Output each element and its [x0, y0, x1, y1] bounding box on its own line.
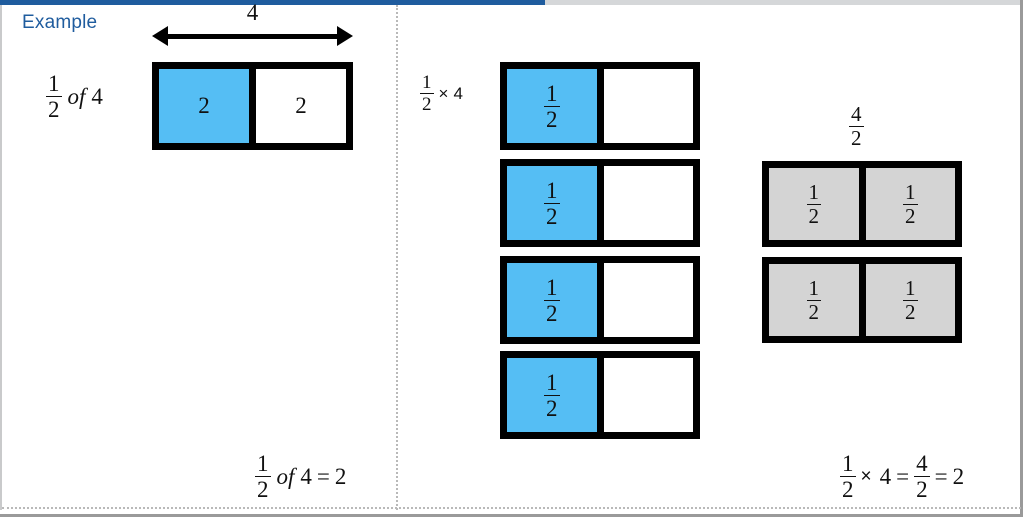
fraction-denominator: 2 [806, 203, 821, 228]
left-expression: 1 2 of 4 [46, 72, 103, 121]
fraction-denominator: 2 [849, 126, 864, 150]
fraction-numerator: 1 [546, 369, 558, 395]
bar-cell: 1 2 [507, 69, 597, 143]
bar-cell: 1 2 [507, 263, 597, 337]
fraction-numerator: 1 [546, 80, 558, 106]
fraction-one-half: 1 2 [46, 72, 62, 121]
right-result-equation: 1 2 × 4 = 4 2 = 2 [840, 452, 964, 501]
bar-cell: 1 2 [507, 358, 597, 432]
bar-cell [603, 166, 693, 240]
fraction-one-half: 1 2 [903, 275, 918, 324]
dimension-label: 4 [246, 0, 259, 25]
fraction-denominator: 2 [914, 476, 930, 502]
fraction-one-half: 1 2 [903, 179, 918, 228]
bar-cell: 1 2 [865, 264, 955, 336]
middle-expression: 1 2 × 4 [420, 73, 463, 114]
fraction-denominator: 2 [840, 476, 856, 502]
fraction-numerator: 1 [905, 275, 916, 300]
bar-cell [603, 69, 693, 143]
operator-multiply: × [438, 83, 449, 103]
fraction-denominator: 2 [903, 203, 918, 228]
accent-top-bar [0, 0, 545, 5]
fraction-denominator: 2 [903, 299, 918, 324]
vertical-divider [396, 5, 398, 510]
fraction-four-halves: 4 2 [849, 104, 864, 149]
bar-cell [603, 358, 693, 432]
operand-four: 4 [300, 463, 312, 489]
result-value: 2 [952, 463, 965, 489]
fraction-numerator: 1 [422, 72, 432, 93]
page-title: Example [22, 12, 98, 33]
fraction-denominator: 2 [46, 96, 62, 122]
arrow-shaft [162, 34, 343, 39]
operand-four: 4 [879, 463, 892, 489]
bar-cell: 2 [256, 69, 346, 143]
bar-model-half-row: 1 2 [500, 256, 700, 344]
fraction-numerator: 1 [808, 179, 820, 204]
operand-four: 4 [91, 83, 103, 109]
right-edge [1020, 0, 1023, 517]
top-bar-filler [545, 0, 1023, 5]
bar-model-half-row: 1 2 [500, 351, 700, 439]
fraction-one-half: 1 2 [544, 276, 560, 325]
equals-sign: = [316, 463, 330, 489]
fraction-denominator: 2 [544, 299, 560, 326]
operand-four: 4 [453, 83, 463, 103]
bar-model-gray-row: 1 2 1 2 [762, 257, 962, 343]
dimension-arrow: 4 [152, 0, 353, 46]
fraction-numerator: 1 [808, 275, 820, 300]
horizontal-divider [2, 507, 1021, 509]
bar-cell: 1 2 [769, 168, 859, 240]
fraction-one-half: 1 2 [544, 371, 560, 420]
fraction-one-half: 1 2 [806, 179, 821, 228]
bar-cell: 2 [159, 69, 249, 143]
fraction-denominator: 2 [806, 299, 821, 324]
bar-model-half-row: 1 2 [500, 159, 700, 247]
fraction-numerator: 4 [851, 102, 862, 126]
right-total-label: 4 2 [849, 104, 864, 149]
operator-of: of [276, 463, 295, 489]
operator-multiply: × [860, 465, 872, 487]
fraction-numerator: 1 [257, 451, 269, 476]
arrow-left-head-icon [152, 26, 168, 46]
fraction-numerator: 1 [546, 177, 558, 203]
bar-cell: 1 2 [507, 166, 597, 240]
equals-sign: = [934, 463, 948, 489]
fraction-denominator: 2 [544, 105, 560, 132]
bar-cell: 1 2 [769, 264, 859, 336]
fraction-denominator: 2 [255, 476, 271, 502]
fraction-denominator: 2 [544, 202, 560, 229]
fraction-one-half: 1 2 [840, 452, 856, 501]
fraction-one-half: 1 2 [544, 82, 560, 131]
bottom-edge [0, 514, 1023, 517]
result-value: 2 [334, 463, 347, 489]
bar-model-half-row: 1 2 [500, 62, 700, 150]
fraction-denominator: 2 [420, 93, 434, 115]
fraction-one-half: 1 2 [420, 73, 434, 114]
fraction-numerator: 1 [842, 451, 854, 476]
fraction-denominator: 2 [544, 394, 560, 421]
fraction-one-half: 1 2 [544, 179, 560, 228]
left-edge [0, 5, 2, 510]
fraction-numerator: 4 [916, 451, 928, 476]
left-result-equation: 1 2 of 4 = 2 [255, 452, 346, 501]
bar-cell: 1 2 [865, 168, 955, 240]
fraction-numerator: 1 [905, 179, 916, 204]
fraction-one-half: 1 2 [806, 275, 821, 324]
bar-model-gray-row: 1 2 1 2 [762, 161, 962, 247]
operator-of: of [67, 83, 86, 109]
fraction-four-halves: 4 2 [914, 452, 930, 501]
fraction-one-half: 1 2 [255, 452, 271, 501]
equals-sign: = [896, 463, 910, 489]
arrow-right-head-icon [337, 26, 353, 46]
bar-cell [603, 263, 693, 337]
bar-model-partitive: 2 2 [152, 62, 353, 150]
fraction-numerator: 1 [48, 71, 60, 96]
fraction-numerator: 1 [546, 274, 558, 300]
